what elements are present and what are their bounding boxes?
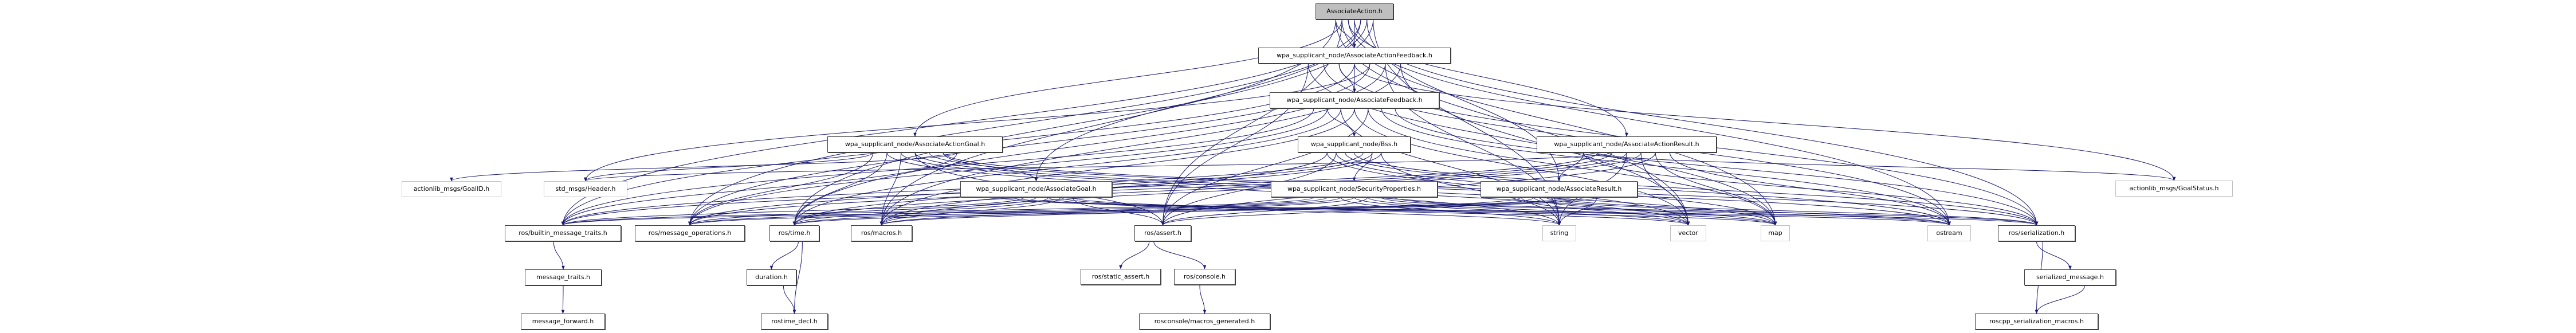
- edge-builtinTraits-to-msgTraits: [553, 241, 565, 270]
- node-associate-action-goal[interactable]: wpa_supplicant_node/AssociateActionGoal.…: [827, 136, 1003, 152]
- edge-feedback-to-ostream: [1381, 108, 1951, 226]
- node-std-msgs-header: std_msgs/Header.h: [544, 181, 627, 197]
- edge-actionResult-to-header: [584, 152, 1613, 182]
- node-ros-time[interactable]: ros/time.h: [769, 225, 819, 241]
- edge-goal-to-serialization: [1011, 197, 2038, 226]
- edge-result-to-vector: [1521, 197, 1690, 226]
- edge-actionGoal-to-time: [792, 152, 888, 226]
- edge-goal-to-vector: [1060, 197, 1690, 226]
- edge-result-to-msgOps: [688, 197, 1585, 226]
- edge-feedback-to-builtinTraits: [561, 108, 1314, 226]
- edge-actionResult-to-map: [1655, 152, 1777, 226]
- node-vector: vector: [1670, 225, 1706, 241]
- node-ros-assert[interactable]: ros/assert.h: [1134, 225, 1191, 241]
- node-associate-action-feedback[interactable]: wpa_supplicant_node/AssociateActionFeedb…: [1258, 48, 1451, 64]
- edge-result-to-ostream: [1546, 197, 1951, 226]
- node-ros-serialization[interactable]: ros/serialization.h: [1998, 225, 2075, 241]
- node-goal-status: actionlib_msgs/GoalStatus.h: [2115, 181, 2233, 197]
- edge-msgTraits-to-msgForward: [561, 285, 565, 314]
- edge-actionGoal-to-builtinTraits: [561, 152, 957, 226]
- edge-goal-to-macros: [879, 197, 1061, 226]
- node-associate-action-result[interactable]: wpa_supplicant_node/AssociateActionResul…: [1537, 136, 1717, 152]
- edge-root-to-actionResult: [1348, 19, 1628, 137]
- edge-actionFeedback-to-goalStatus: [1354, 63, 2176, 181]
- edge-bss-to-assert: [1161, 152, 1337, 226]
- edge-actionGoal-to-header: [584, 152, 874, 182]
- edge-goal-to-time: [792, 197, 1049, 226]
- edge-feedback-to-serialization: [1395, 108, 2039, 226]
- edge-console-to-macrosGenerated: [1199, 284, 1207, 314]
- node-serialized-message[interactable]: serialized_message.h: [2024, 269, 2116, 285]
- edge-secProps-to-serialization: [1393, 197, 2039, 226]
- edge-actionGoal-to-ostream: [928, 152, 1951, 226]
- node-roscpp-serialization-macros[interactable]: roscpp_serialization_macros.h: [1975, 314, 2098, 330]
- edge-feedback-to-assert: [1161, 108, 1369, 226]
- edge-result-to-string: [1557, 197, 1597, 226]
- edge-actionGoal-to-goal: [943, 152, 1038, 182]
- edge-actionResult-to-msgOps: [688, 152, 1613, 226]
- edge-goal-to-msgOps: [688, 197, 1036, 226]
- edge-duration-to-rostimeDecl: [783, 285, 796, 314]
- node-security-properties[interactable]: wpa_supplicant_node/SecurityProperties.h: [1271, 181, 1438, 197]
- edge-time-to-rostimeDecl: [792, 241, 803, 314]
- edge-secProps-to-assert: [1161, 197, 1368, 226]
- node-message-forward[interactable]: message_forward.h: [521, 314, 605, 330]
- edge-secProps-to-msgOps: [688, 197, 1328, 226]
- edge-time-to-duration: [769, 241, 799, 270]
- node-ros-console[interactable]: ros/console.h: [1174, 269, 1235, 285]
- node-duration[interactable]: duration.h: [747, 269, 796, 285]
- edge-actionResult-to-goalStatus: [1597, 152, 2176, 181]
- edge-actionGoal-to-msgOps: [688, 152, 874, 226]
- edge-actionResult-to-vector: [1640, 152, 1690, 226]
- edge-root-to-actionGoal: [913, 19, 1342, 137]
- node-ros-macros[interactable]: ros/macros.h: [851, 225, 912, 241]
- edge-result-to-macros: [879, 197, 1522, 226]
- edge-secProps-to-builtinTraits: [561, 197, 1315, 226]
- node-associate-result[interactable]: wpa_supplicant_node/AssociateResult.h: [1481, 181, 1638, 197]
- edge-goal-to-builtinTraits: [561, 197, 1024, 226]
- node-string: string: [1542, 225, 1576, 241]
- edge-result-to-serialization: [1558, 197, 2039, 226]
- node-builtin-message-traits[interactable]: ros/builtin_message_traits.h: [505, 225, 621, 241]
- edge-feedback-to-bss: [1327, 108, 1356, 137]
- edge-result-to-map: [1533, 197, 1777, 226]
- edge-goal-to-assert: [1072, 197, 1165, 226]
- edge-actionResult-to-macros: [879, 152, 1642, 226]
- edge-result-to-assert: [1161, 197, 1534, 226]
- node-static-assert[interactable]: ros/static_assert.h: [1081, 269, 1161, 285]
- edge-serialization-to-serializedMsg: [2036, 241, 2072, 270]
- node-map: map: [1761, 225, 1790, 241]
- edge-feedback-to-vector: [1354, 108, 1690, 226]
- node-bss[interactable]: wpa_supplicant_node/Bss.h: [1298, 136, 1411, 152]
- edge-bss-to-ostream: [1345, 152, 1951, 226]
- node-associate-goal[interactable]: wpa_supplicant_node/AssociateGoal.h: [960, 181, 1112, 197]
- node-message-operations[interactable]: ros/message_operations.h: [635, 225, 745, 241]
- edge-actionResult-to-serialization: [1583, 152, 2039, 226]
- edge-actionGoal-to-goalID: [450, 152, 957, 182]
- edge-actionResult-to-time: [792, 152, 1627, 226]
- edge-goal-to-ostream: [999, 197, 1951, 226]
- node-associate-action: AssociateAction.h: [1316, 3, 1393, 19]
- node-goal-id: actionlib_msgs/GoalID.h: [402, 181, 501, 197]
- node-rostime-decl[interactable]: rostime_decl.h: [761, 314, 828, 330]
- node-ostream: ostream: [1927, 225, 1971, 241]
- edge-secProps-to-string: [1340, 197, 1561, 226]
- edge-secProps-to-ostream: [1380, 197, 1951, 226]
- edge-secProps-to-map: [1367, 197, 1777, 226]
- edge-feedback-to-time: [792, 108, 1341, 226]
- edge-assert-to-console: [1153, 241, 1207, 269]
- edge-root-to-serialization: [1354, 19, 2039, 226]
- edge-bss-to-serialization: [1354, 152, 2039, 226]
- edge-assert-to-staticAssert: [1119, 241, 1150, 269]
- node-message-traits[interactable]: message_traits.h: [525, 269, 602, 285]
- node-associate-feedback[interactable]: wpa_supplicant_node/AssociateFeedback.h: [1270, 92, 1439, 108]
- node-macros-generated[interactable]: rosconsole/macros_generated.h: [1139, 314, 1270, 330]
- edge-serializedMsg-to-serMacros: [2035, 285, 2086, 314]
- edge-feedback-to-string: [1340, 108, 1561, 226]
- edge-goal-to-map: [1072, 197, 1777, 226]
